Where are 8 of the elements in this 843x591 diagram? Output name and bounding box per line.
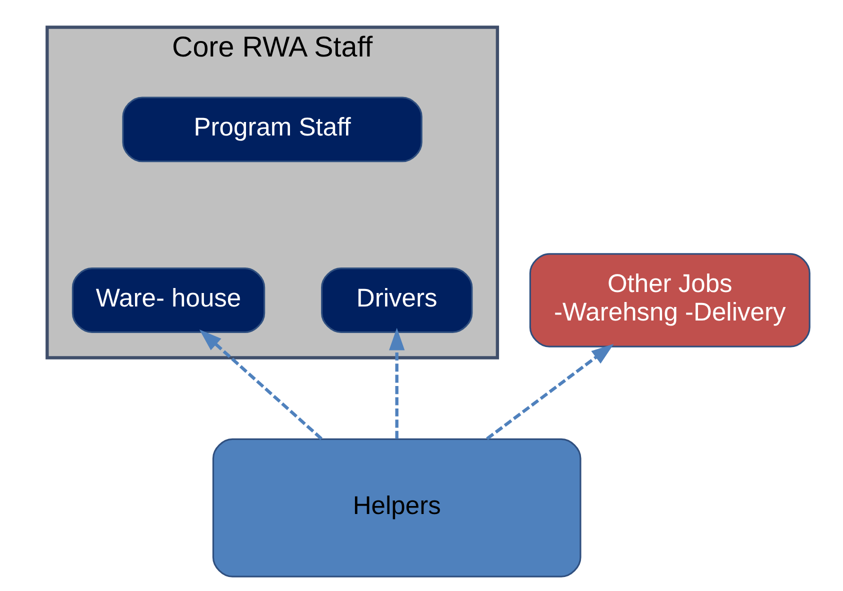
node-box: Helpers — [212, 438, 581, 578]
arrow — [198, 329, 322, 440]
node-box: Other Jobs -Warehsng -Delivery — [528, 253, 810, 348]
arrow — [486, 344, 614, 440]
node-box: Drivers — [320, 268, 472, 334]
node-box: Ware- house — [71, 268, 265, 334]
node-box: Program Staff — [122, 96, 422, 162]
arrow — [388, 328, 404, 439]
